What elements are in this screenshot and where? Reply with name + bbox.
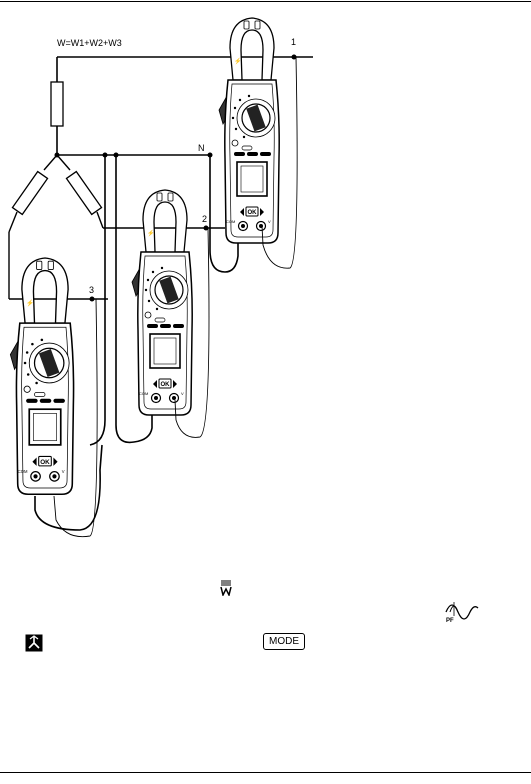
label-l2: 2 [202,214,207,224]
load-resistor-3 [12,172,47,215]
three-phase-icon [25,634,43,652]
clamp-meter-1 [219,18,279,243]
power-factor-icon: PF [444,600,480,624]
load-resistor-2 [66,172,101,215]
label-l1: 1 [291,37,296,47]
svg-text:PF: PF [446,618,454,624]
clamp-meter-2 [132,190,192,415]
label-l3: 3 [89,285,94,295]
load-resistor-1 [51,82,63,126]
three-phase-wiring-diagram: ⚡ [0,0,531,560]
mode-button-icon: MODE [263,633,305,650]
label-neutral: N [198,143,205,153]
watt-total-icon [220,580,232,596]
formula-label: W=W1+W2+W3 [57,38,122,48]
clamp-meter-3 [10,258,73,494]
bottom-rule [0,772,531,773]
